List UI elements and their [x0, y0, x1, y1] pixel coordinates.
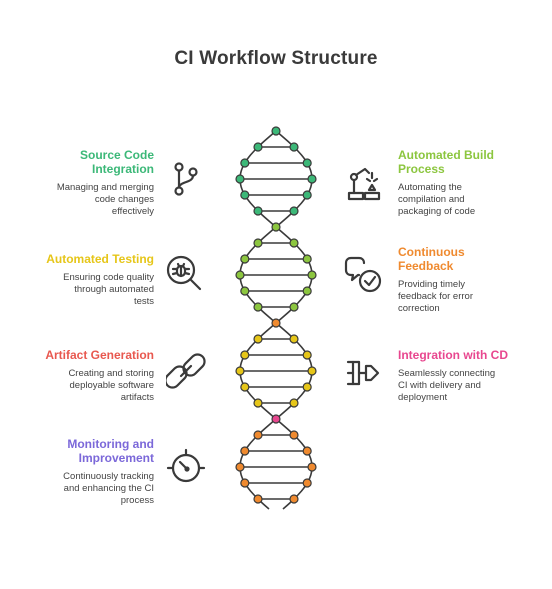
- diagram-title: CI Workflow Structure: [174, 48, 378, 69]
- step-source-code-integration: Source Code Integration Managing and mer…: [34, 148, 154, 218]
- helix-crossing-node: [271, 414, 281, 424]
- helix-node: [289, 494, 299, 504]
- step-title: Automated Testing: [46, 252, 154, 266]
- branch-icon: [174, 162, 198, 196]
- step-title: Monitoring and Improvement: [67, 437, 154, 465]
- helix-node: [253, 302, 263, 312]
- helix-node: [302, 446, 312, 456]
- helix-node: [253, 238, 263, 248]
- helix-node: [302, 254, 312, 264]
- helix-node: [302, 286, 312, 296]
- helix-node: [235, 174, 245, 184]
- step-description: Ensuring code quality through automated …: [63, 272, 154, 307]
- step-automated-build-process: Automated Build Process Automating the c…: [398, 148, 518, 218]
- step-automated-testing: Automated Testing Ensuring code quality …: [34, 252, 154, 308]
- step-integration-with-cd: Integration with CD Seamlessly connectin…: [398, 348, 518, 404]
- helix-crossing-node: [271, 318, 281, 328]
- helix-crossing-node: [271, 126, 281, 136]
- helix-node: [302, 190, 312, 200]
- helix-node: [302, 382, 312, 392]
- helix-node: [307, 462, 317, 472]
- step-title: Artifact Generation: [45, 348, 154, 362]
- helix-node: [253, 142, 263, 152]
- helix-node: [253, 206, 263, 216]
- step-description: Providing timely feedback for error corr…: [398, 279, 473, 314]
- helix-node: [253, 334, 263, 344]
- helix-node: [307, 174, 317, 184]
- step-description: Seamlessly connecting CI with delivery a…: [398, 368, 496, 403]
- step-description: Managing and merging code changes effect…: [56, 182, 154, 217]
- helix-node: [289, 302, 299, 312]
- robot-arm-icon: [347, 167, 381, 201]
- helix-node: [289, 238, 299, 248]
- step-title: Source Code Integration: [79, 148, 154, 176]
- helix-node: [240, 286, 250, 296]
- step-title: Integration with CD: [398, 348, 508, 362]
- step-monitoring-and-improvement: Monitoring and Improvement Continuously …: [34, 437, 154, 507]
- helix-node: [289, 206, 299, 216]
- helix-node: [235, 462, 245, 472]
- helix-node: [235, 270, 245, 280]
- helix-node: [240, 382, 250, 392]
- step-description: Continuously tracking and enhancing the …: [63, 471, 154, 506]
- step-title: Continuous Feedback: [398, 245, 465, 273]
- step-continuous-feedback: Continuous Feedback Providing timely fee…: [398, 245, 518, 315]
- helix-crossing-node: [271, 222, 281, 232]
- helix-node: [240, 478, 250, 488]
- helix-node: [253, 398, 263, 408]
- helix-node: [240, 446, 250, 456]
- helix-node: [289, 430, 299, 440]
- feedback-check-icon: [344, 256, 382, 293]
- helix-node: [289, 142, 299, 152]
- helix-node: [240, 190, 250, 200]
- bug-search-icon: [166, 255, 202, 291]
- helix-node: [302, 350, 312, 360]
- helix-node: [289, 334, 299, 344]
- step-description: Automating the compilation and packaging…: [398, 182, 476, 217]
- helix-node: [253, 430, 263, 440]
- plug-connect-icon: [346, 360, 380, 386]
- helix-node: [240, 158, 250, 168]
- helix-node: [289, 398, 299, 408]
- helix-nodes: [235, 126, 317, 504]
- helix-node: [302, 158, 312, 168]
- helix-node: [240, 350, 250, 360]
- helix-node: [240, 254, 250, 264]
- helix-rungs: [240, 146, 312, 500]
- step-artifact-generation: Artifact Generation Creating and storing…: [34, 348, 154, 404]
- step-title: Automated Build Process: [398, 148, 494, 176]
- gauge-icon: [166, 448, 206, 483]
- helix-node: [307, 270, 317, 280]
- helix-node: [253, 494, 263, 504]
- helix-node: [307, 366, 317, 376]
- step-description: Creating and storing deployable software…: [68, 368, 154, 403]
- helix-node: [235, 366, 245, 376]
- helix-node: [302, 478, 312, 488]
- chain-link-icon: [166, 353, 206, 389]
